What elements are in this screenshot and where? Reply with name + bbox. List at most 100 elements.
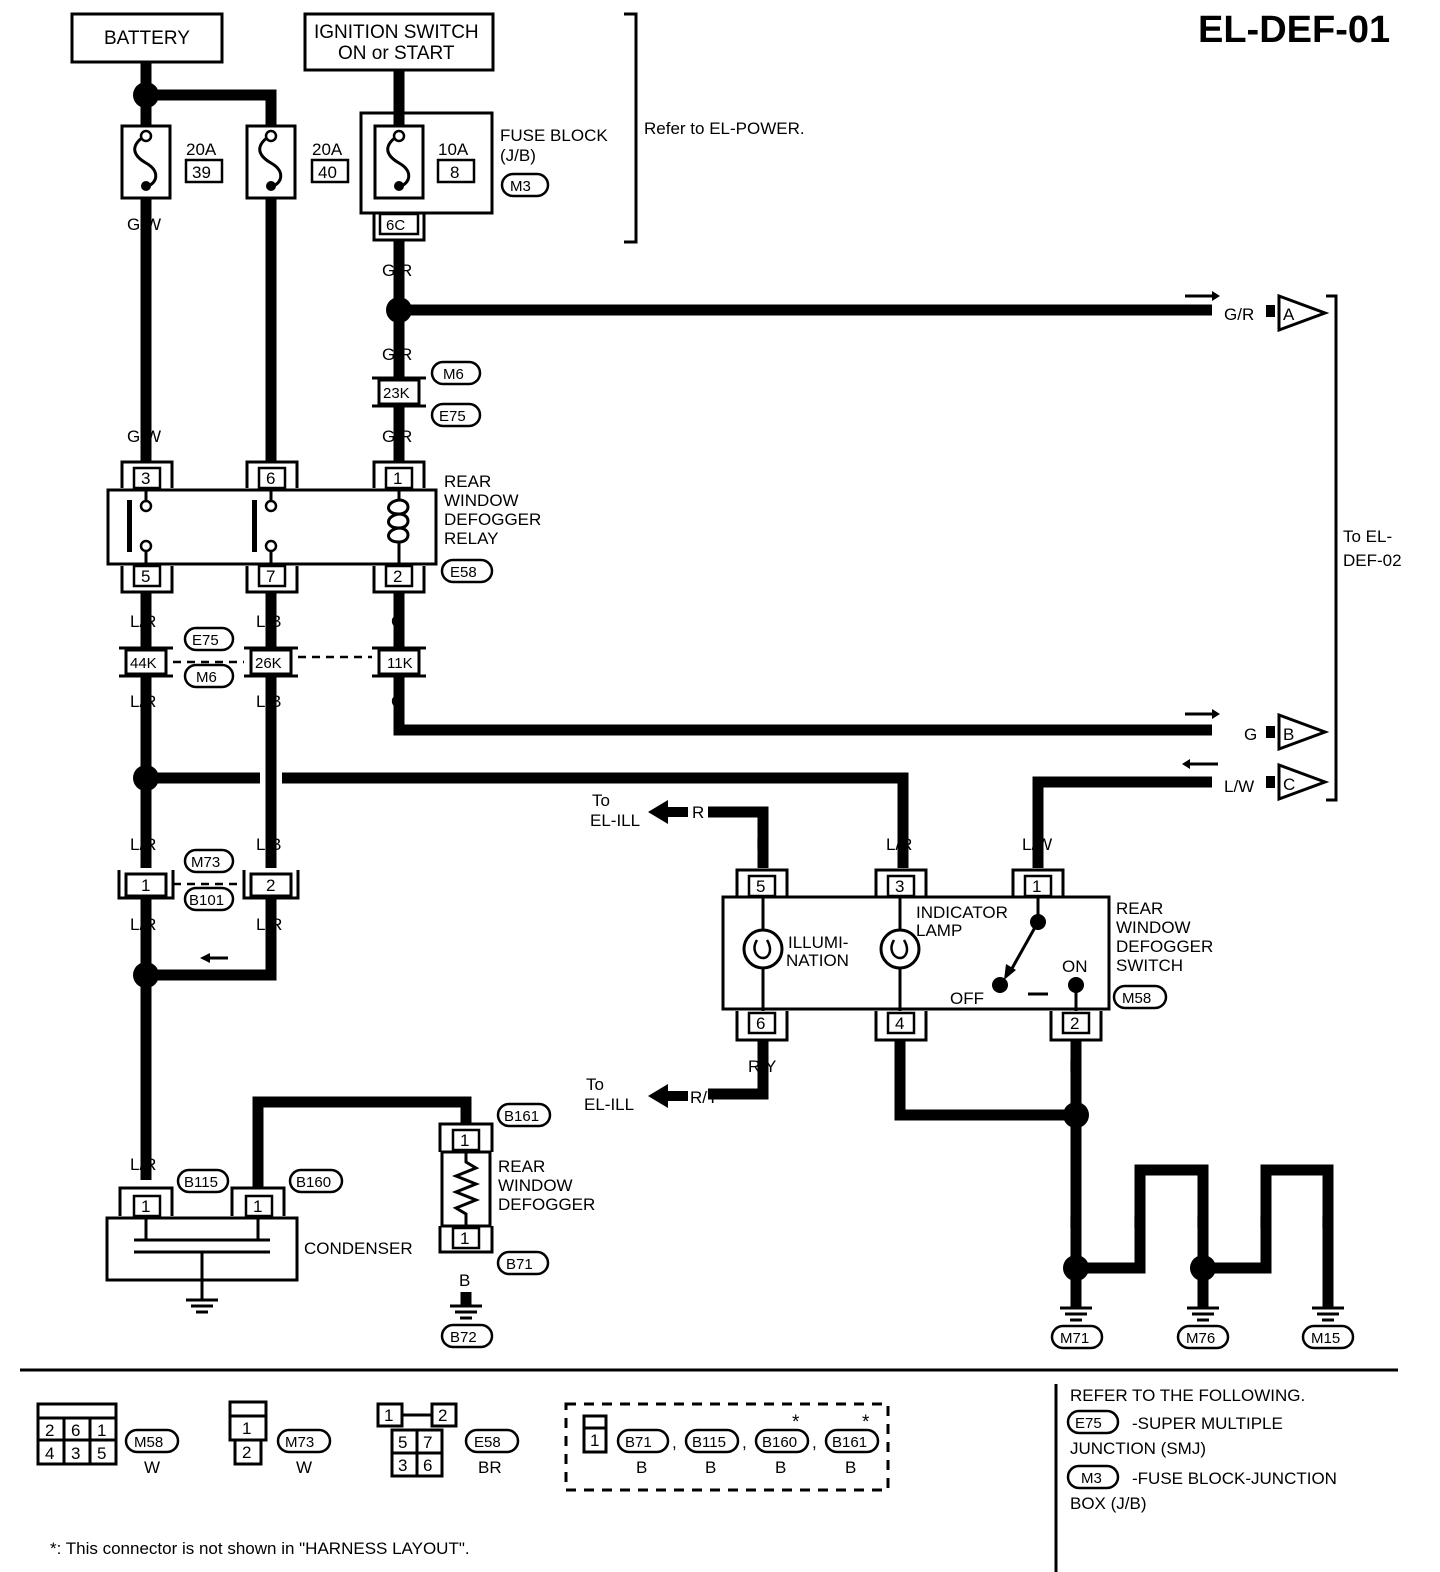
svg-text:B101: B101 — [189, 892, 224, 909]
switch-pin-3: 3 — [895, 877, 904, 896]
relay-pin-6: 6 — [266, 469, 275, 488]
wire-b-indicator — [894, 1040, 1076, 1121]
wire-lb-label-1: L/B — [256, 612, 282, 631]
wire-b-ground-link-2 — [1203, 1164, 1334, 1308]
connector-tag-b161: B161 — [496, 1102, 552, 1128]
svg-text:1: 1 — [384, 1406, 393, 1425]
svg-text:*: * — [862, 1412, 870, 1433]
wire-lr-label-condenser: L/R — [130, 1155, 156, 1174]
connector-tag-m73: M73 — [183, 848, 235, 874]
switch-label-2: WINDOW — [1116, 918, 1191, 937]
svg-text:2: 2 — [45, 1421, 54, 1440]
condenser: 1 1 — [105, 1186, 299, 1314]
wire-b-grounds — [1070, 1268, 1209, 1308]
relay-pin-2: 2 — [393, 567, 402, 586]
ground-symbol-m71 — [1060, 1306, 1092, 1322]
splice-lr-lower — [133, 962, 159, 988]
refer-m3-desc-1: -FUSE BLOCK-JUNCTION — [1132, 1469, 1337, 1488]
connector-m73-b101: 1 2 — [117, 870, 300, 900]
relay-label-1: REAR — [444, 472, 491, 491]
svg-text:M73: M73 — [191, 854, 220, 871]
svg-text:1: 1 — [590, 1431, 599, 1450]
svg-text:1: 1 — [460, 1131, 469, 1150]
illumination-label-2: NATION — [786, 951, 849, 970]
wire-r-label-switch: R — [756, 835, 768, 854]
fuse-8-number: 8 — [450, 163, 459, 182]
rear-window-defogger-relay: 3 6 1 5 7 2 — [106, 460, 438, 594]
svg-text:M3: M3 — [510, 178, 531, 195]
switch-pin-6: 6 — [756, 1014, 765, 1033]
wire-battery-fuse40 — [146, 89, 277, 126]
svg-text:M6: M6 — [196, 669, 217, 686]
ground-symbol-m15 — [1312, 1306, 1344, 1322]
connector-tag-b71: B71 — [496, 1250, 550, 1276]
relay-label-2: WINDOW — [444, 491, 519, 510]
svg-text:B161: B161 — [832, 1434, 867, 1451]
wire-b-label-g2: B — [1133, 1213, 1144, 1232]
svg-text:26K: 26K — [255, 655, 282, 672]
refer-tag-e75: E75 — [1066, 1409, 1120, 1435]
svg-text:C: C — [1283, 775, 1295, 794]
defogger-label-3: DEFOGGER — [498, 1195, 595, 1214]
to-ill-label-2-bottom: EL-ILL — [584, 1095, 634, 1114]
relay-pin-7: 7 — [266, 567, 275, 586]
svg-text:M3: M3 — [1081, 1470, 1102, 1487]
wire-gw-label-bottom: G/W — [127, 427, 161, 446]
svg-text:W: W — [296, 1458, 312, 1477]
svg-text:B: B — [775, 1458, 786, 1477]
indicator-label-1: INDICATOR — [916, 903, 1008, 922]
connector-6c: 6C — [372, 212, 426, 242]
relay-pin-3: 3 — [141, 469, 150, 488]
wire-gr-label-2: G/R — [382, 345, 412, 364]
svg-text:M76: M76 — [1186, 1330, 1215, 1347]
offpage-connector-b: B — [1185, 709, 1330, 752]
svg-text:5: 5 — [398, 1433, 407, 1452]
wire-lr-label-3: L/R — [130, 835, 156, 854]
svg-text:1: 1 — [460, 1229, 469, 1248]
connector-tag-b72: B72 — [440, 1323, 494, 1349]
svg-text:B115: B115 — [184, 1174, 218, 1191]
wire-r-to-ill — [708, 806, 769, 868]
svg-text:1: 1 — [141, 1197, 150, 1216]
svg-text:B: B — [705, 1458, 716, 1477]
svg-text:2: 2 — [438, 1406, 447, 1425]
def02-bracket — [1326, 294, 1338, 802]
svg-text:2: 2 — [266, 876, 275, 895]
legend-connector-group: 1 B71 , B115 , B160 * , B161 * B B B B — [564, 1402, 890, 1492]
wire-b-label-defogger: B — [459, 1271, 470, 1290]
fuse-39: 20A 39 — [120, 124, 224, 200]
svg-text:,: , — [742, 1433, 747, 1452]
svg-text:B71: B71 — [625, 1434, 652, 1451]
switch-pin-2: 2 — [1070, 1014, 1079, 1033]
switch-off-label: OFF — [950, 989, 984, 1008]
connector-23k: 23K — [372, 376, 426, 408]
illumination-label-1: ILLUMI- — [788, 933, 848, 952]
connector-tag-b115: B115 — [176, 1168, 230, 1194]
svg-text:6: 6 — [71, 1421, 80, 1440]
to-ill-label-1-top: To — [592, 791, 610, 810]
refer-m3-desc-2: BOX (J/B) — [1070, 1494, 1147, 1513]
svg-text:,: , — [812, 1433, 817, 1452]
indicator-label-2: LAMP — [916, 921, 962, 940]
fuse-39-amp: 20A — [186, 140, 217, 159]
splice-lr-upper — [133, 765, 159, 791]
wire-lw-label-switch: L/W — [1022, 835, 1052, 854]
ground-symbol-b72 — [450, 1304, 482, 1320]
svg-text:B: B — [845, 1458, 856, 1477]
splice-battery — [133, 82, 159, 108]
wire-gr-label-a: G/R — [1224, 305, 1254, 324]
relay-label-3: DEFOGGER — [444, 510, 541, 529]
wire-lw — [1032, 776, 1212, 868]
wire-g-label-1: G — [391, 612, 404, 631]
svg-text:M71: M71 — [1060, 1330, 1089, 1347]
svg-text:6C: 6C — [386, 217, 405, 234]
wire-lr-label-1: L/R — [130, 612, 156, 631]
svg-text:M73: M73 — [285, 1434, 314, 1451]
offpage-connector-a: A — [1185, 291, 1330, 333]
wire-g-to-b — [393, 676, 1212, 736]
ignition-label-1: IGNITION SWITCH — [314, 22, 479, 43]
svg-text:E58: E58 — [474, 1434, 501, 1451]
wire-b-ground-link-1 — [1076, 1164, 1209, 1274]
svg-text:B115: B115 — [692, 1434, 726, 1451]
